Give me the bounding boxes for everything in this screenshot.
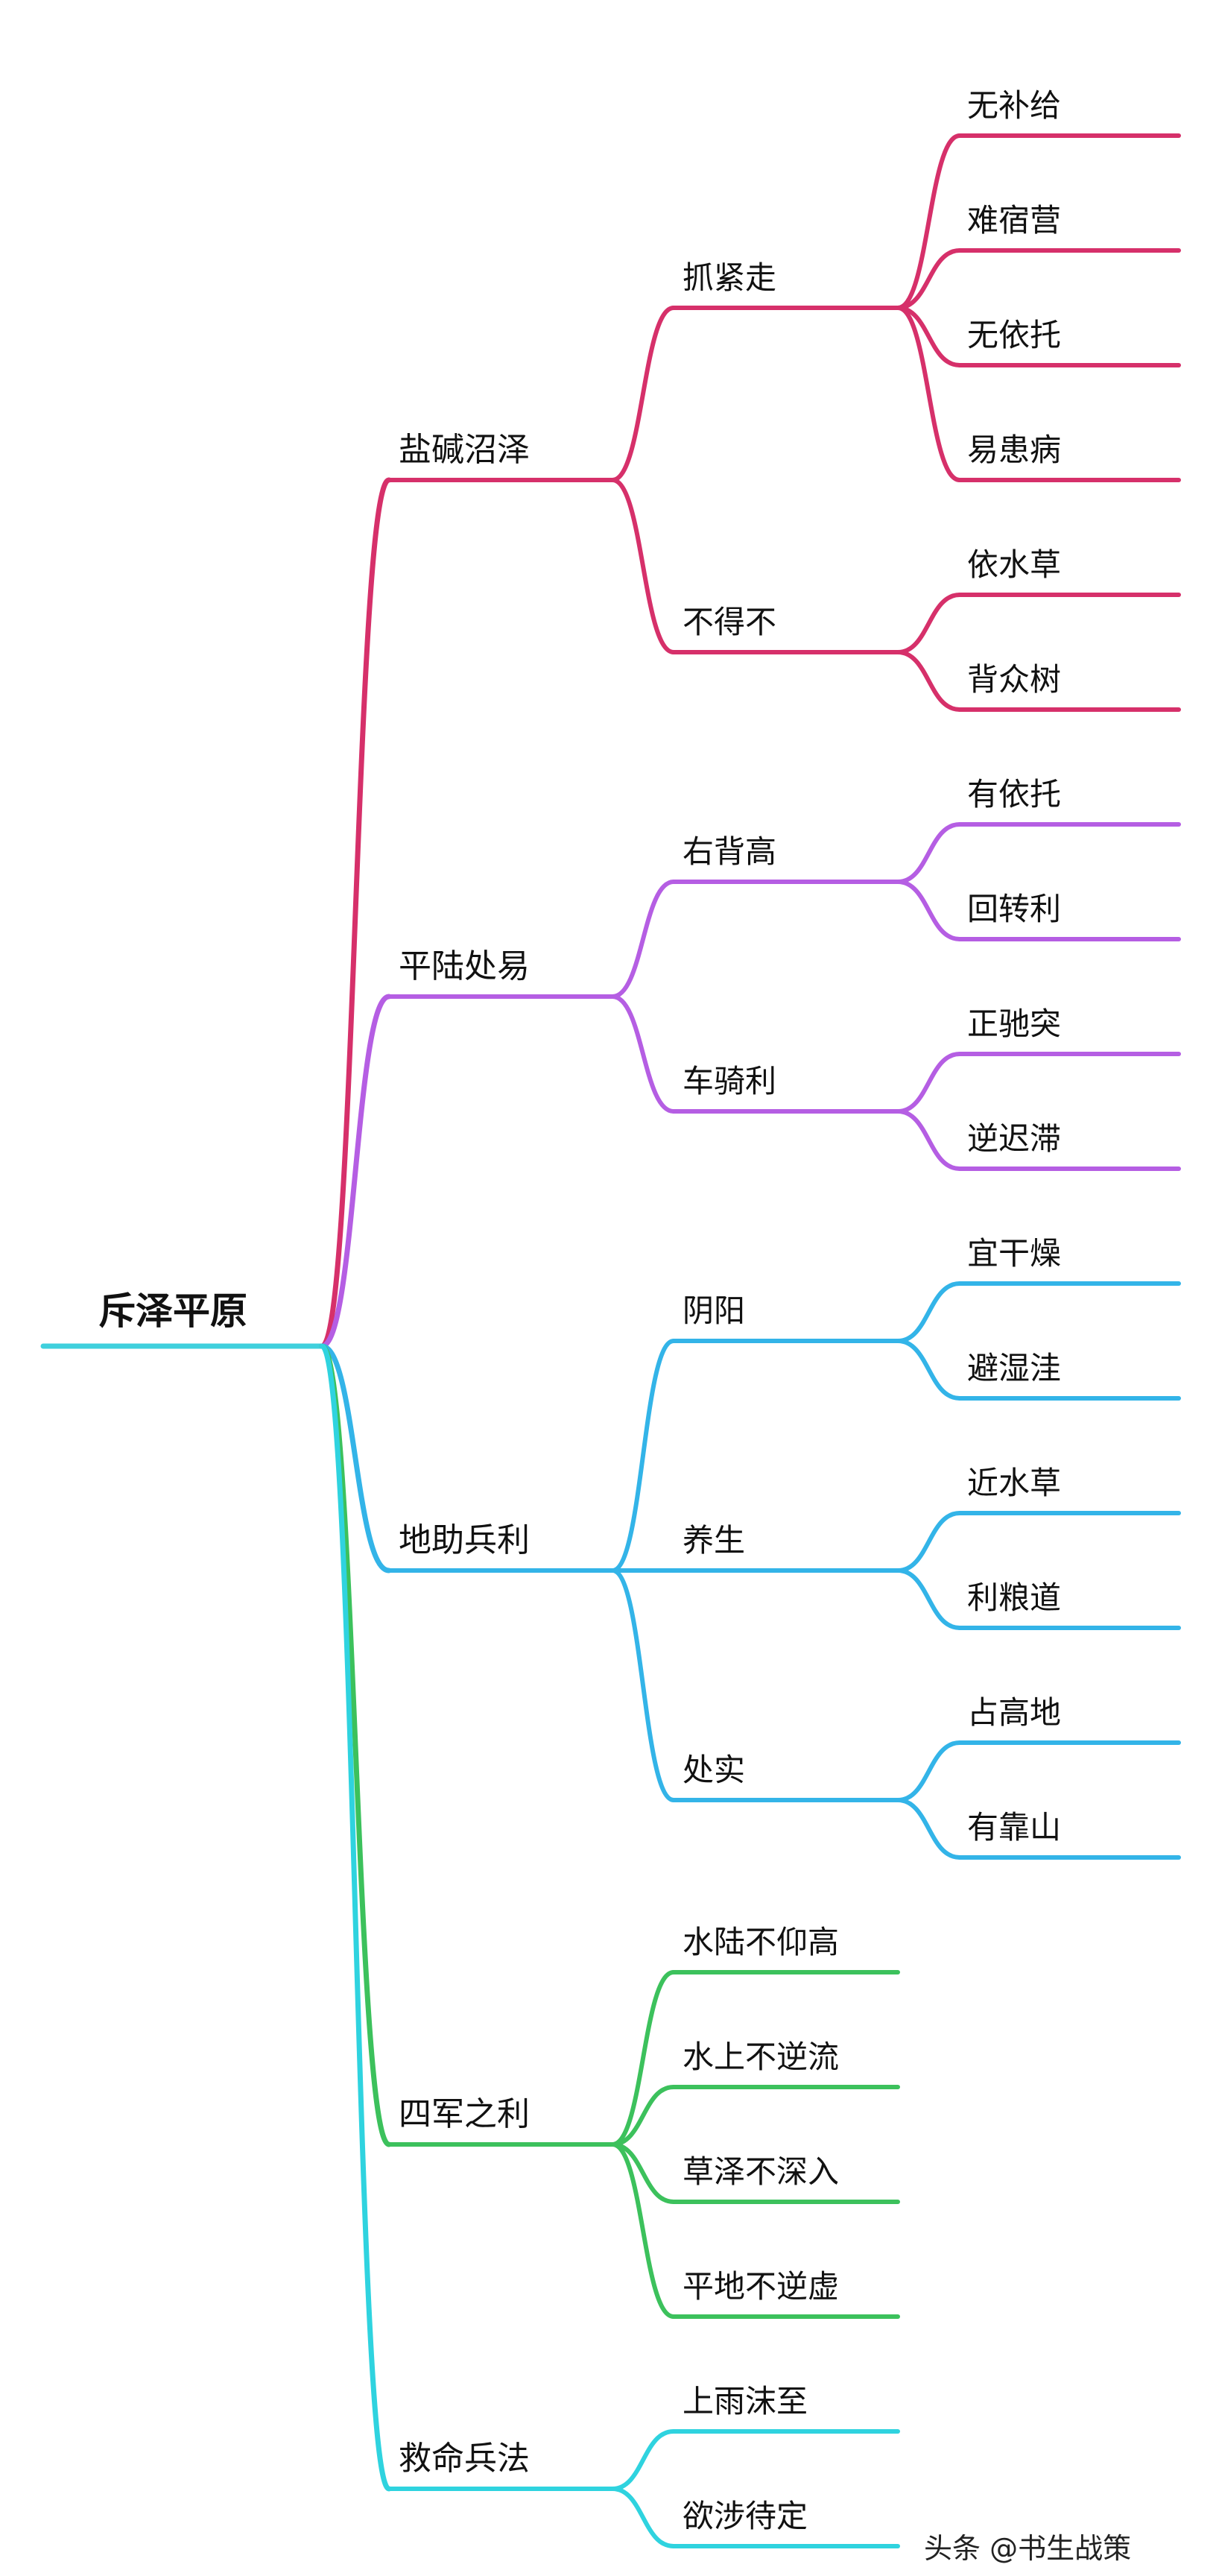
subbranch-connector bbox=[610, 1970, 676, 2147]
subbranch-connector bbox=[610, 1568, 676, 1802]
leaf-label: 回转利 bbox=[967, 891, 1061, 927]
leaf-label: 无补给 bbox=[967, 87, 1061, 124]
subbranch-label: 处实 bbox=[683, 1752, 745, 1788]
root-node-label: 斥泽平原 bbox=[98, 1289, 247, 1333]
leaf-connector bbox=[896, 880, 962, 941]
leaf-connector bbox=[896, 1798, 962, 1860]
leaf-label: 近水草 bbox=[967, 1465, 1061, 1501]
branch-label: 四军之利 bbox=[399, 2095, 530, 2133]
subbranch-label: 车骑利 bbox=[683, 1063, 776, 1099]
branch-label: 平陆处易 bbox=[399, 947, 530, 985]
subbranch-label: 欲涉待定 bbox=[683, 2498, 808, 2534]
leaf-connector bbox=[896, 650, 962, 712]
subbranch-label: 不得不 bbox=[683, 604, 776, 640]
leaf-connector bbox=[896, 1740, 962, 1802]
subbranch-connector bbox=[610, 478, 676, 654]
subbranch-connector bbox=[610, 880, 676, 999]
branch-connector bbox=[319, 1343, 392, 1573]
leaf-label: 无依托 bbox=[967, 317, 1061, 353]
subbranch-connector bbox=[610, 306, 676, 482]
subbranch-connector bbox=[610, 2085, 676, 2147]
leaf-connector bbox=[896, 822, 962, 884]
leaf-connector bbox=[896, 1511, 962, 1573]
subbranch-label: 水上不逆流 bbox=[683, 2039, 839, 2075]
subbranch-label: 右背高 bbox=[683, 833, 776, 870]
leaf-connector bbox=[896, 1281, 962, 1343]
watermark: 头条 @书生战策 bbox=[924, 2532, 1132, 2565]
branch-label: 地助兵利 bbox=[399, 1521, 530, 1559]
branch-connector bbox=[319, 477, 392, 1349]
branch-label: 盐碱沼泽 bbox=[399, 431, 530, 469]
leaf-label: 有靠山 bbox=[967, 1809, 1061, 1846]
leaf-connector bbox=[896, 306, 962, 482]
leaf-label: 逆迟滞 bbox=[967, 1120, 1061, 1157]
leaf-connector bbox=[896, 593, 962, 654]
leaf-connector bbox=[896, 1052, 962, 1114]
subbranch-label: 草泽不深入 bbox=[683, 2153, 839, 2190]
leaf-connector bbox=[896, 248, 962, 310]
subbranch-connector bbox=[610, 2429, 676, 2491]
leaf-label: 正驰突 bbox=[967, 1006, 1061, 1042]
leaf-connector bbox=[896, 1568, 962, 1630]
leaf-label: 背众树 bbox=[967, 661, 1061, 698]
subbranch-label: 抓紧走 bbox=[683, 259, 776, 296]
subbranch-connector bbox=[610, 2487, 676, 2548]
branch-label: 救命兵法 bbox=[399, 2440, 530, 2478]
subbranch-connector bbox=[610, 1339, 676, 1573]
leaf-label: 利粮道 bbox=[967, 1579, 1061, 1616]
leaf-connector bbox=[896, 306, 962, 367]
leaf-label: 有依托 bbox=[967, 776, 1061, 812]
subbranch-connector bbox=[610, 2142, 676, 2204]
subbranch-label: 养生 bbox=[683, 1522, 745, 1559]
leaf-label: 占高地 bbox=[967, 1694, 1061, 1731]
leaf-label: 宜干燥 bbox=[967, 1235, 1061, 1272]
leaf-label: 易患病 bbox=[967, 432, 1061, 468]
subbranch-connector bbox=[610, 2142, 676, 2319]
leaf-label: 依水草 bbox=[967, 546, 1061, 583]
subbranch-label: 阴阳 bbox=[683, 1292, 745, 1329]
subbranch-label: 水陆不仰高 bbox=[683, 1924, 839, 1960]
leaf-connector bbox=[896, 133, 962, 310]
subbranch-label: 平地不逆虚 bbox=[683, 2268, 839, 2305]
leaf-connector bbox=[896, 1339, 962, 1401]
subbranch-label: 上雨沫至 bbox=[683, 2383, 808, 2419]
leaf-connector bbox=[896, 1109, 962, 1171]
leaf-label: 避湿洼 bbox=[967, 1350, 1061, 1386]
branch-connector bbox=[319, 1343, 392, 2492]
leaf-label: 难宿营 bbox=[967, 202, 1061, 239]
subbranch-connector bbox=[610, 994, 676, 1114]
branch-connector bbox=[319, 994, 392, 1349]
